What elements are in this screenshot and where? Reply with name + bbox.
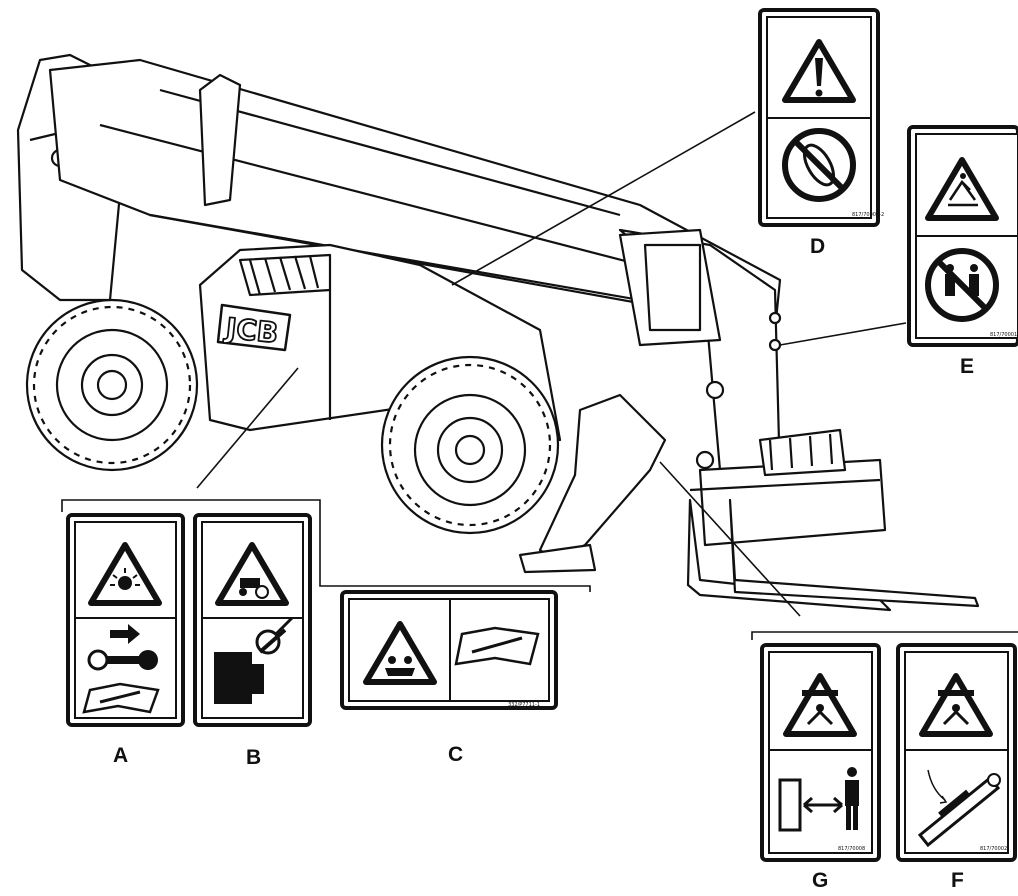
telehandler-machine: JCB	[16, 53, 980, 612]
manual-icon-c	[454, 626, 540, 666]
decal-b	[193, 513, 312, 727]
keep-distance-icon	[778, 767, 859, 832]
decal-g-code: 817/70008	[838, 846, 865, 852]
front-wheel	[380, 355, 560, 535]
manual-icon	[82, 682, 160, 714]
leader-line-e	[779, 322, 907, 346]
decal-f: 817/70002	[896, 643, 1017, 862]
leader-line-d	[451, 111, 756, 286]
leader-line-ab	[196, 367, 299, 489]
decal-label-f: F	[951, 869, 964, 892]
bracket-abc	[61, 499, 591, 592]
decal-d-code: 817/70004-2	[852, 212, 884, 218]
bracket-fg	[751, 631, 1018, 640]
boom-support-icon	[917, 769, 1001, 848]
decal-c: 332/P7711-1	[340, 590, 558, 710]
rear-wheel	[25, 298, 199, 472]
decal-label-a: A	[113, 744, 129, 767]
decal-e-code: 817/70001	[990, 332, 1017, 338]
leader-lines	[61, 111, 1018, 640]
no-stepping-icon	[782, 128, 856, 202]
jcb-logo: JCB	[216, 303, 292, 352]
decal-e: 817/70001	[907, 125, 1018, 347]
decal-label-g: G	[812, 869, 829, 892]
battery-disconnect-icon	[214, 616, 294, 704]
decal-label-d: D	[810, 235, 826, 258]
decal-a	[66, 513, 185, 727]
jcb-logo-text: JCB	[222, 311, 279, 349]
decal-label-c: C	[448, 743, 464, 766]
decal-label-e: E	[960, 355, 975, 378]
no-riding-icon	[925, 248, 999, 322]
decal-label-b: B	[246, 746, 262, 769]
leader-line-fg	[659, 461, 801, 617]
decal-g: 817/70008	[760, 643, 881, 862]
decal-f-code: 817/70002	[980, 846, 1007, 852]
key-remove-icon	[87, 624, 158, 671]
decal-d: 817/70004-2	[758, 8, 884, 227]
decal-c-code: 332/P7711-1	[508, 702, 540, 708]
